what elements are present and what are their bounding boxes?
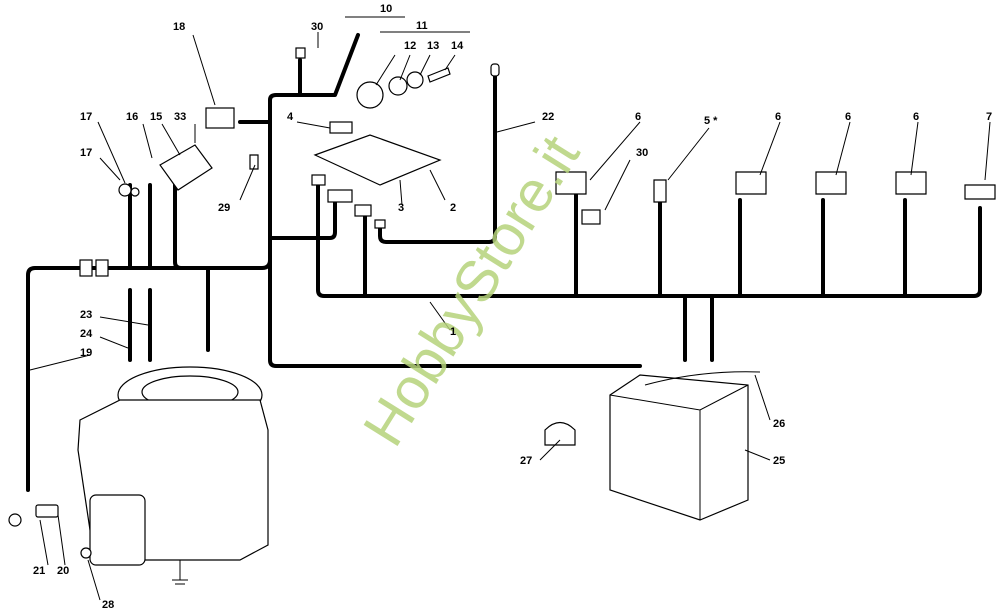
- bulb: [8, 513, 22, 527]
- label-10: 10: [380, 3, 392, 15]
- label-28: 28: [102, 599, 114, 611]
- label-11: 11: [416, 20, 428, 32]
- label-16: 16: [126, 111, 138, 123]
- label-22: 22: [542, 111, 554, 123]
- wiring-harness: [26, 33, 982, 492]
- label-23: 23: [80, 309, 92, 321]
- battery: [609, 371, 761, 521]
- engine: [77, 366, 269, 585]
- label-2: 2: [450, 202, 456, 214]
- label-1: 1: [450, 326, 456, 338]
- starter-solenoid: [159, 144, 213, 191]
- control-board: [313, 134, 442, 186]
- ignition-switch: [356, 67, 451, 109]
- label-26: 26: [773, 418, 785, 430]
- label-30: 30: [311, 21, 323, 33]
- connectors: [79, 47, 500, 277]
- part-labels: 10 11 12 13 14 30 18 17 16 15 33 17 29 4…: [33, 3, 992, 611]
- label-6: 6: [913, 111, 919, 123]
- label-30: 30: [636, 147, 648, 159]
- label-4: 4: [287, 111, 294, 123]
- label-7: 7: [986, 111, 992, 123]
- label-33: 33: [174, 111, 186, 123]
- label-6: 6: [845, 111, 851, 123]
- label-29: 29: [218, 202, 230, 214]
- label-19: 19: [80, 347, 92, 359]
- label-18: 18: [173, 21, 185, 33]
- label-14: 14: [451, 40, 464, 52]
- label-12: 12: [404, 40, 416, 52]
- fuse: [329, 121, 353, 134]
- label-17: 17: [80, 111, 92, 123]
- relay-switch: [205, 107, 235, 129]
- label-21: 21: [33, 565, 45, 577]
- label-27: 27: [520, 455, 532, 467]
- label-17: 17: [80, 147, 92, 159]
- label-5: 5 *: [704, 115, 718, 127]
- label-24: 24: [80, 328, 93, 340]
- label-3: 3: [398, 202, 404, 214]
- battery-cap: [544, 421, 576, 446]
- label-15: 15: [150, 111, 162, 123]
- label-25: 25: [773, 455, 785, 467]
- label-6: 6: [775, 111, 781, 123]
- leader-lines: [29, 16, 991, 601]
- label-20: 20: [57, 565, 69, 577]
- seat-switches: [555, 171, 996, 225]
- label-13: 13: [427, 40, 439, 52]
- label-6: 6: [635, 111, 641, 123]
